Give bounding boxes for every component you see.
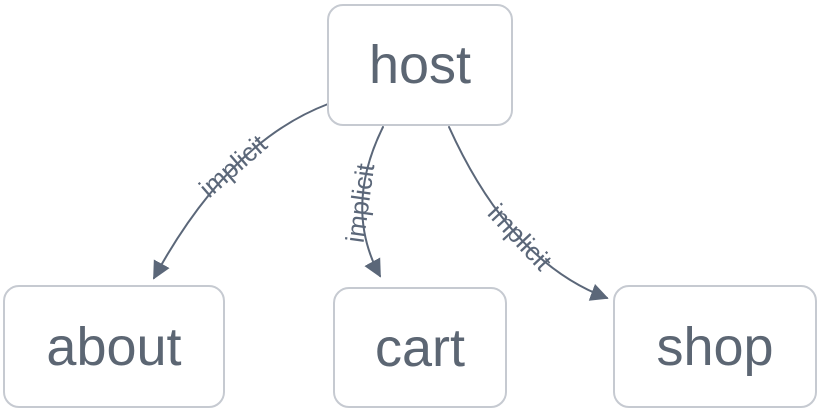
edge-label-host-cart: implicit [340,161,381,245]
edge-host-cart: implicit [340,126,384,278]
graph-node-cart[interactable]: cart [333,287,507,408]
graph-node-shop-label: shop [656,316,774,377]
edge-line-host-about [153,103,329,280]
graph-node-about[interactable]: about [3,285,225,408]
edge-label-host-about: implicit [193,128,273,203]
edge-line-host-shop [448,126,609,301]
edge-host-about: implicit [153,103,329,280]
edge-host-shop: implicit [448,126,609,301]
graph-node-host[interactable]: host [327,4,513,126]
edge-line-host-cart [361,126,384,278]
graph-node-shop[interactable]: shop [613,285,817,408]
graph-node-about-label: about [46,316,182,377]
graph-node-cart-label: cart [374,317,466,378]
edge-label-host-shop: implicit [482,198,559,277]
graph-node-host-label: host [368,35,472,95]
